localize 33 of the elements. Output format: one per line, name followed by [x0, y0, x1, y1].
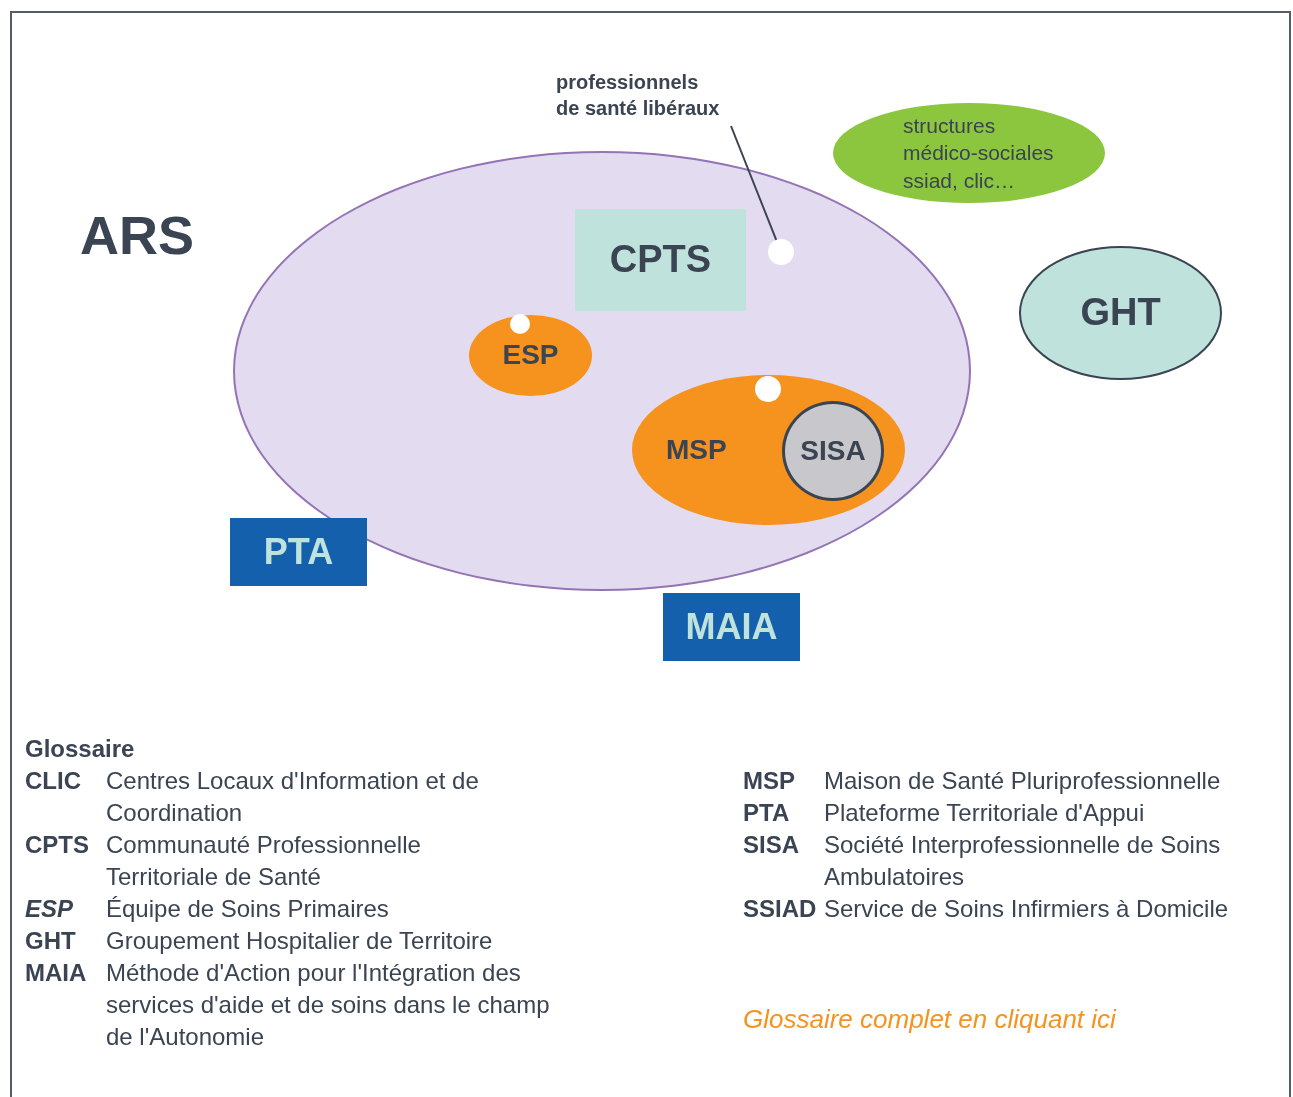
marker-dot	[768, 239, 794, 265]
glossary-term: SISA	[743, 830, 799, 860]
medico-social-ellipse: structures médico-sociales ssiad, clic…	[833, 103, 1105, 203]
glossary-definition: Maison de Santé Pluriprofessionnelle	[824, 766, 1222, 796]
glossary-definition: Service de Soins Infirmiers à Domicile	[824, 894, 1230, 924]
maia-box: MAIA	[663, 593, 800, 661]
glossary-term: PTA	[743, 798, 790, 828]
leader-line	[730, 125, 778, 241]
glossary-definition: Communauté Professionnelle Territoriale de Santé	[106, 830, 422, 892]
glossary-term: GHT	[25, 926, 76, 956]
glossary-definition: Groupement Hospitalier de Territoire	[106, 926, 494, 956]
glossary-definition: Méthode d'Action pour l'Intégration des services d'aide et de soins dans le champ de l'Autonomie	[106, 958, 551, 1052]
sisa-circle: SISA	[782, 401, 884, 501]
glossary-link: Glossaire complet en cliquant ici	[743, 1003, 1116, 1035]
region-title: ARS	[80, 204, 194, 267]
marker-dot	[510, 314, 530, 334]
glossary-term: ESP	[25, 894, 74, 924]
glossary-term: SSIAD	[743, 894, 817, 924]
glossary-definition: Centres Locaux d'Information et de Coordination	[106, 766, 480, 828]
glossary-definition: Équipe de Soins Primaires	[106, 894, 390, 924]
ght-ellipse: GHT	[1019, 246, 1222, 380]
node-label: MSP	[666, 432, 727, 467]
callout-text: professionnels de santé libéraux	[556, 66, 726, 124]
glossary-definition: Plateforme Territoriale d'Appui	[824, 798, 1146, 828]
cpts-box: CPTS	[575, 209, 746, 311]
glossary-definition: Société Interprofessionnelle de Soins Ambulatoires	[824, 830, 1222, 892]
glossary-term: CPTS	[25, 830, 89, 860]
marker-dot	[755, 376, 781, 402]
glossary-term: CLIC	[25, 766, 81, 796]
node-label: ESP	[502, 338, 559, 373]
glossary-heading: Glossaire	[25, 734, 135, 764]
glossary-term: MAIA	[25, 958, 87, 988]
glossary-term: MSP	[743, 766, 795, 796]
